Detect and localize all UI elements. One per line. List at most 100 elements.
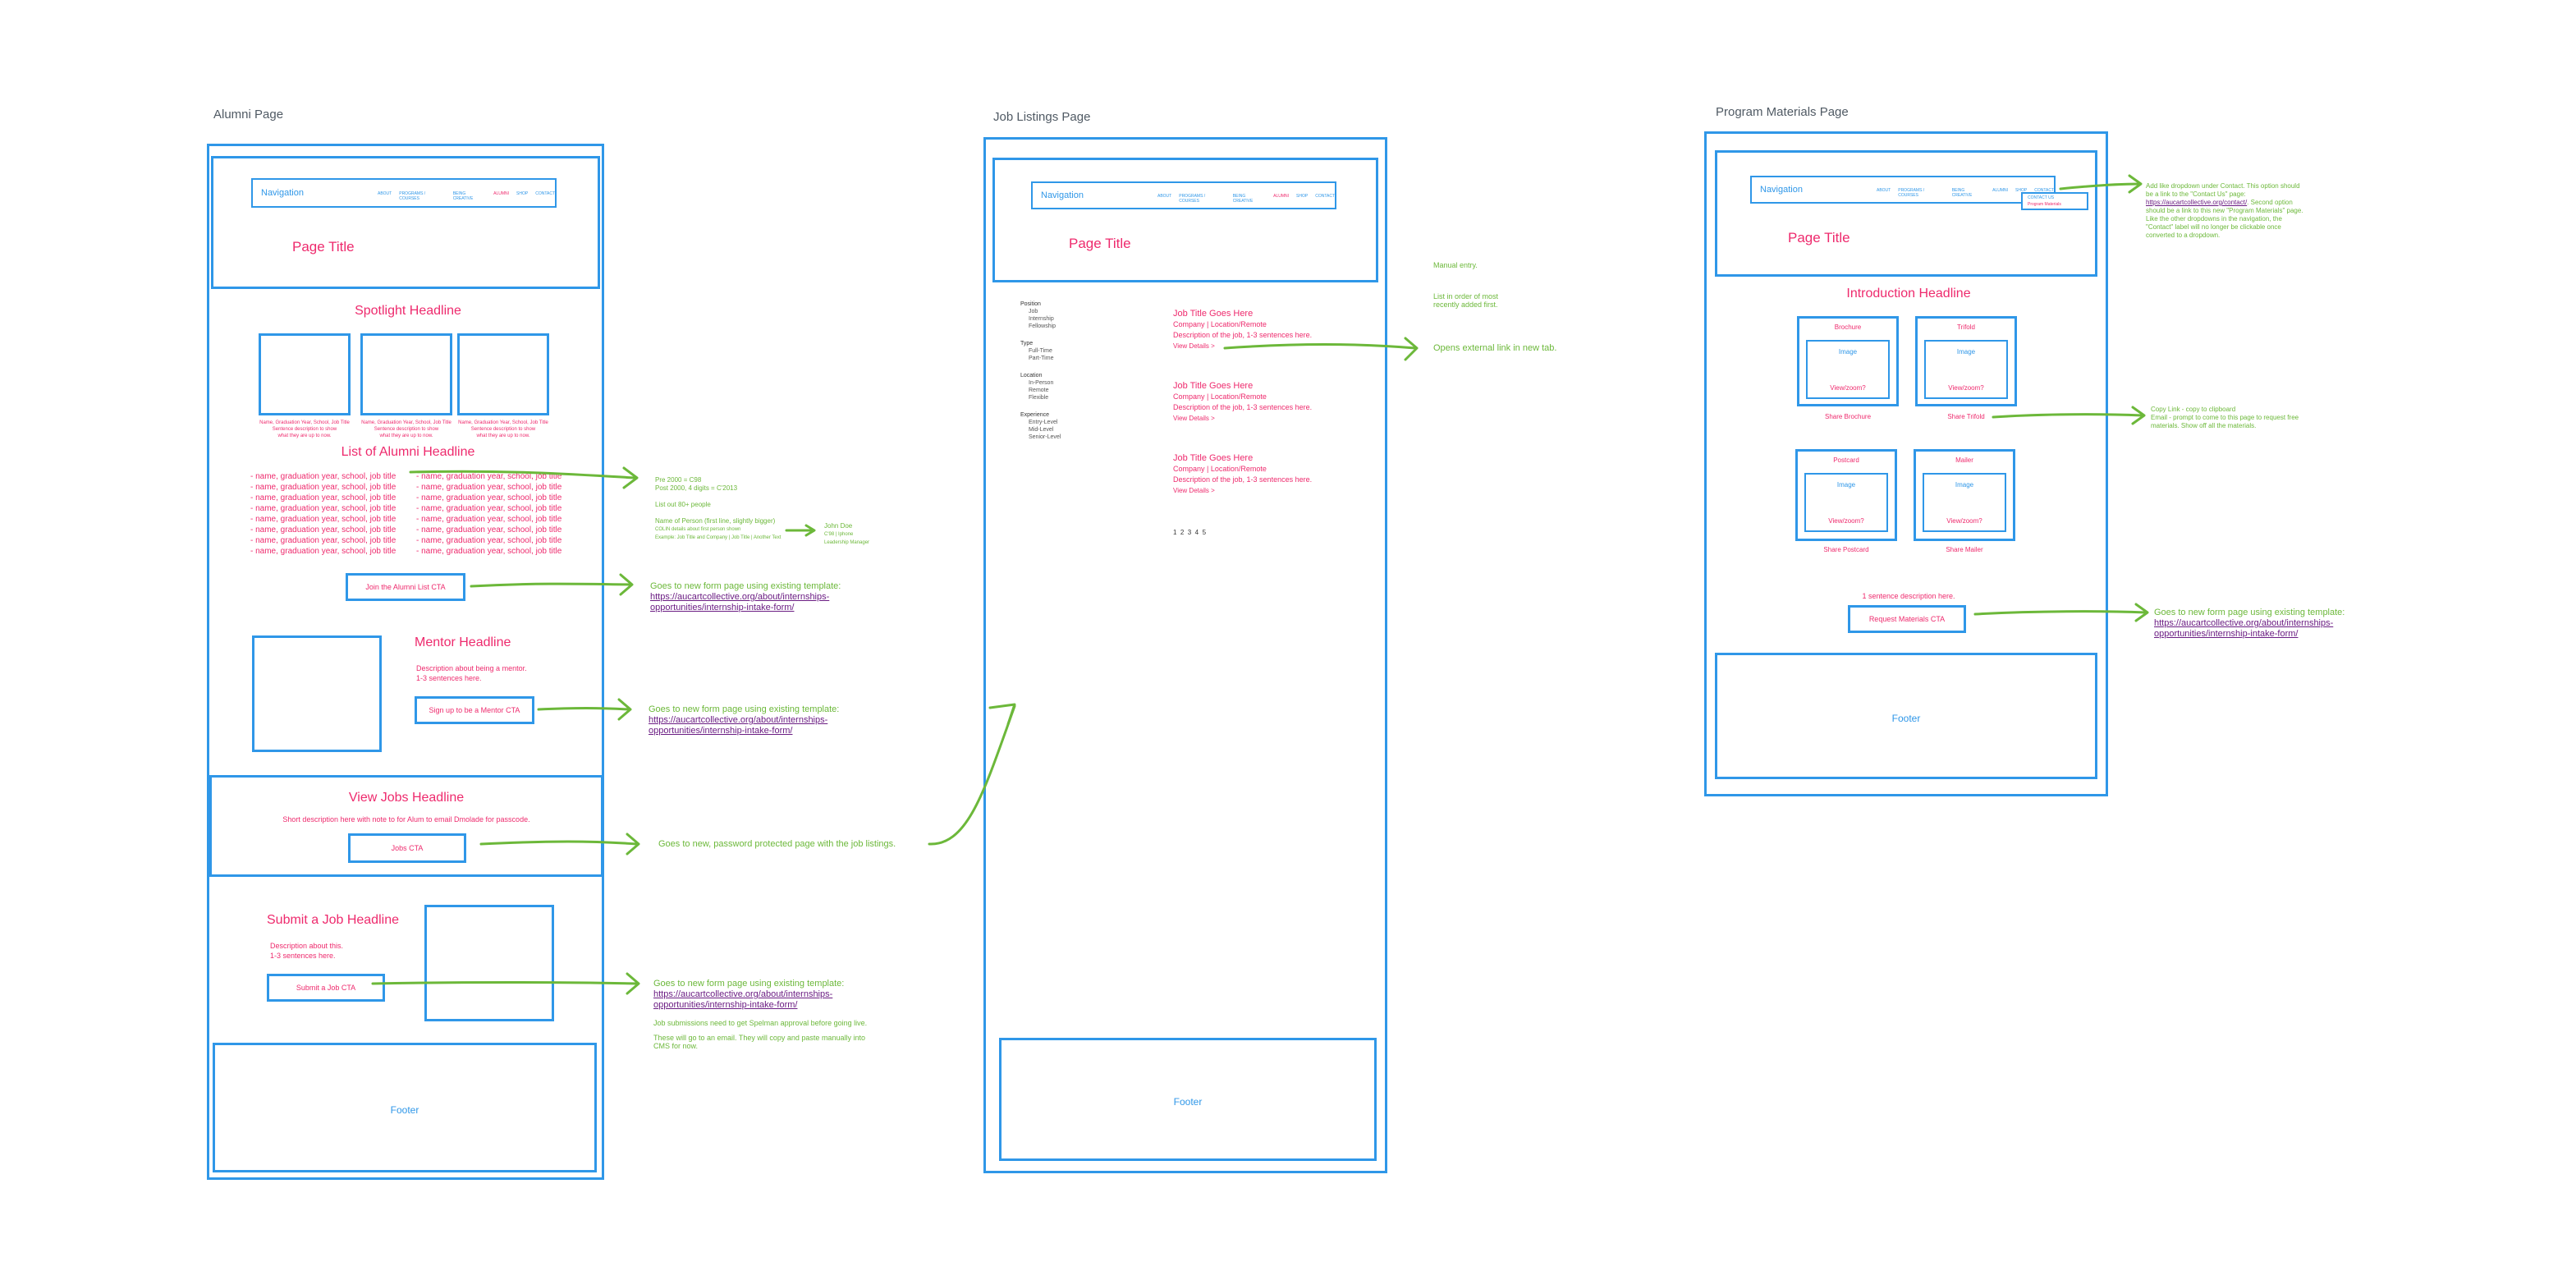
material-card-postcard: Postcard Image View/zoom? [1795,449,1897,541]
dropdown-item-contact[interactable]: CONTACT US [2028,195,2055,200]
external-link-note: Opens external link in new tab. [1433,343,1557,353]
nav-label: Navigation [261,188,304,198]
arrow-join [470,582,632,588]
filter-experience: Experience Entry-Level Mid-Level Senior-… [1020,412,1061,440]
list-item: - name, graduation year, school, job tit… [416,504,562,513]
request-materials-cta[interactable]: Request Materials CTA [1848,605,1966,633]
form-link[interactable]: https://aucartcollective.org/about/inter… [649,715,828,736]
arrow-dropdown [2059,182,2141,190]
spotlight-card-2 [360,333,452,415]
spotlight-caption-3: Name, Graduation Year, School, Job Title… [458,420,548,438]
list-item: - name, graduation year, school, job tit… [250,493,396,502]
jobs-page-label: Job Listings Page [993,110,1091,124]
filter-type: Type Full-Time Part-Time [1020,341,1054,361]
spotlight-caption-2: Name, Graduation Year, School, Job Title… [361,420,451,438]
form-link[interactable]: https://aucartcollective.org/about/inter… [2154,618,2334,639]
jobs-nav[interactable]: Navigation ABOUT PROGRAMS / COURSES BEIN… [1031,181,1336,209]
job-listing-2[interactable]: Job Title Goes Here Company | Location/R… [1173,381,1313,422]
arrow-list-spec [409,470,637,479]
job-listing-1[interactable]: Job Title Goes Here Company | Location/R… [1173,309,1313,350]
view-jobs-headline: View Jobs Headline [348,791,465,805]
image-placeholder[interactable]: Image View/zoom? [1804,473,1888,532]
share-mailer[interactable]: Share Mailer [1946,546,1983,553]
image-placeholder[interactable]: Image View/zoom? [1923,473,2006,532]
arrow-request-head [2134,603,2149,622]
list-item: - name, graduation year, school, job tit… [250,483,396,492]
materials-page-label: Program Materials Page [1716,105,1849,119]
page-title: Page Title [292,239,355,255]
jobs-header: Navigation ABOUT PROGRAMS / COURSES BEIN… [992,158,1378,282]
footer-label: Footer [390,1104,419,1116]
submit-job-cta[interactable]: Submit a Job CTA [267,974,385,1002]
page-title: Page Title [1788,230,1850,245]
jobs-page-frame: Navigation ABOUT PROGRAMS / COURSES BEIN… [983,137,1387,1173]
share-note: Copy Link - copy to clipboard Email - pr… [2151,406,2299,429]
arrow-jobs-to-listings [928,704,1016,846]
list-item: - name, graduation year, school, job tit… [416,472,562,481]
pagination[interactable]: 1 2 3 4 5 [1173,529,1207,536]
share-postcard[interactable]: Share Postcard [1823,546,1869,553]
alumni-list-headline: List of Alumni Headline [341,445,475,459]
nav-links[interactable]: ABOUT PROGRAMS / COURSES BEING CREATIVE … [1157,194,1335,204]
materials-nav[interactable]: Navigation ABOUT PROGRAMS / COURSES BEIN… [1750,176,2056,204]
arrow-share [1992,413,2144,419]
arrow-jobs-head [626,833,640,856]
dropdown-item-materials[interactable]: Program Materials [2028,202,2061,207]
nav-links[interactable]: ABOUT PROGRAMS / COURSES BEING CREATIVE … [1877,188,2054,198]
view-details-link: View Details > [1173,342,1215,350]
materials-sentence: 1 sentence description here. [1862,592,1955,600]
intro-headline: Introduction Headline [1846,287,1971,301]
material-card-trifold: Trifold Image View/zoom? [1915,316,2017,406]
contact-link[interactable]: https://aucartcollective.org/contact/ [2146,199,2248,206]
alumni-nav[interactable]: Navigation ABOUT PROGRAMS / COURSES BEIN… [251,178,557,208]
filter-location: Location In-Person Remote Flexible [1020,373,1054,401]
arrow-jobs [479,840,639,846]
form-link[interactable]: https://aucartcollective.org/about/inter… [653,989,833,1010]
arrow-example-head [804,524,816,537]
spotlight-caption-1: Name, Graduation Year, School, Job Title… [259,420,350,438]
image-placeholder[interactable]: Image View/zoom? [1924,340,2008,399]
spotlight-card-1 [259,333,351,415]
footer-label: Footer [1173,1096,1203,1108]
image-placeholder[interactable]: Image View/zoom? [1806,340,1890,399]
arrow-dropdown-head [2128,174,2143,194]
mentor-form-note: Goes to new form page using existing tem… [649,704,840,736]
password-note: Goes to new, password protected page wit… [658,839,896,849]
form-link[interactable]: https://aucartcollective.org/about/inter… [650,592,830,612]
list-item: - name, graduation year, school, job tit… [250,515,396,524]
alumni-footer: Footer [213,1043,597,1172]
list-spec-notes: Pre 2000 = C98 Post 2000, 4 digits = C'2… [655,476,782,540]
list-item: - name, graduation year, school, job tit… [250,472,396,481]
mentor-cta[interactable]: Sign up to be a Mentor CTA [415,696,534,724]
page-title: Page Title [1069,236,1131,251]
submit-job-image [424,905,554,1021]
join-alumni-cta[interactable]: Join the Alumni List CTA [346,573,465,601]
arrow-view-details-head [1404,337,1419,361]
spotlight-card-3 [457,333,549,415]
nav-links[interactable]: ABOUT PROGRAMS / COURSES BEING CREATIVE … [378,191,555,201]
arrow-mentor-head [617,698,632,721]
arrow-share-head [2131,406,2146,425]
list-example: John Doe C'98 | Iphone Leadership Manage… [824,522,870,545]
job-listing-3[interactable]: Job Title Goes Here Company | Location/R… [1173,453,1313,494]
list-item: - name, graduation year, school, job tit… [416,547,562,556]
filter-position: Position Job Internship Fellowship [1020,301,1057,329]
nav-label: Navigation [1041,190,1084,200]
material-card-mailer: Mailer Image View/zoom? [1914,449,2015,541]
share-brochure[interactable]: Share Brochure [1824,413,1872,420]
arrow-submit [371,981,639,985]
list-item: - name, graduation year, school, job tit… [416,493,562,502]
jobs-cta[interactable]: Jobs CTA [348,833,466,863]
share-trifold[interactable]: Share Trifold [1947,413,1985,420]
job-filters[interactable]: Position Job Internship Fellowship Type … [1020,301,1061,441]
spotlight-headline: Spotlight Headline [355,304,461,318]
contact-dropdown[interactable]: CONTACT US Program Materials [2021,192,2088,210]
materials-page-frame: Navigation ABOUT PROGRAMS / COURSES BEIN… [1704,131,2108,796]
list-item: - name, graduation year, school, job tit… [416,483,562,492]
mentor-image [252,635,382,752]
submit-job-headline: Submit a Job Headline [267,913,399,927]
view-jobs-section: View Jobs Headline Short description her… [209,775,603,877]
alumni-page-label: Alumni Page [213,108,284,122]
